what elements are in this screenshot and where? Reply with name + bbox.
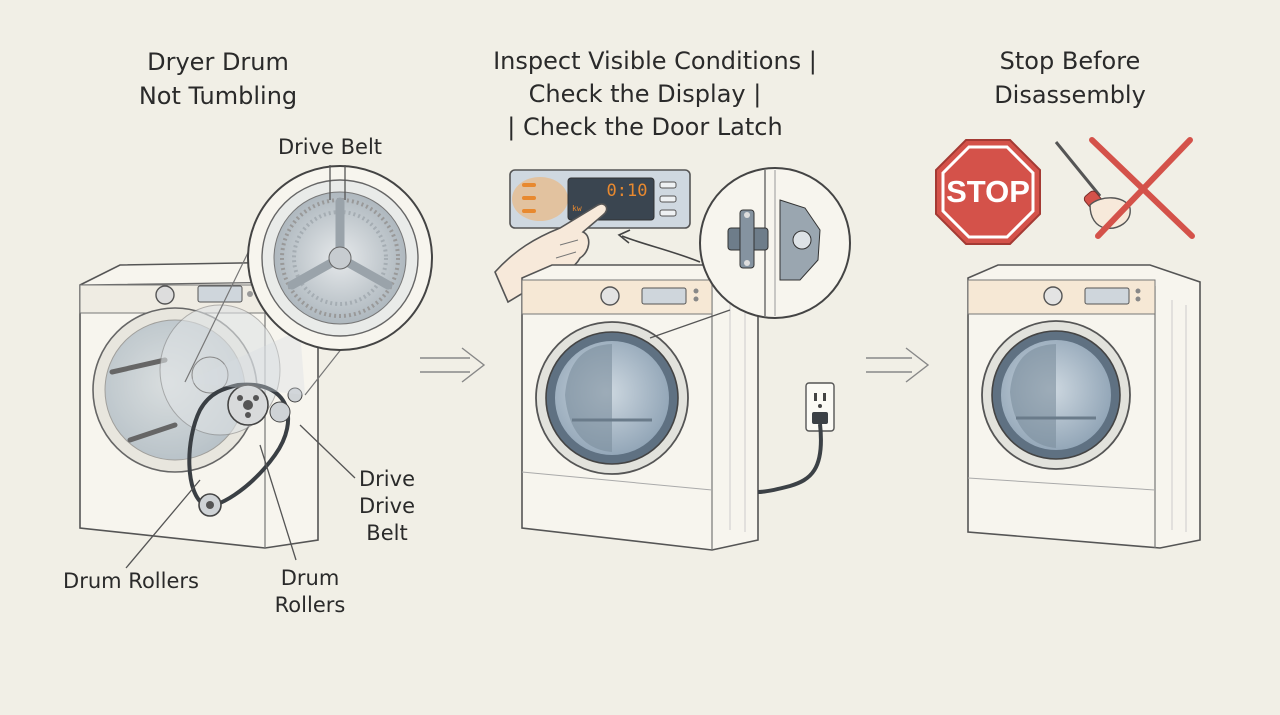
door-latch-icon xyxy=(649,167,851,339)
dryer-illustration xyxy=(967,264,1201,549)
stop-sign-icon xyxy=(935,139,1041,245)
callout-drum-bottom-1: Drum xyxy=(280,566,340,590)
callout-drive-2: Drive xyxy=(359,494,415,518)
belt-pulley-icon xyxy=(187,382,303,517)
pointer-arrow xyxy=(621,235,701,263)
dryer-illustration xyxy=(521,264,759,551)
callout-drive-belt-top: Drive Belt xyxy=(277,135,383,159)
callout-leaders xyxy=(125,165,356,569)
cross-out-icon xyxy=(1089,137,1195,239)
callout-drive-1: Drive xyxy=(359,467,415,491)
magnifier-drum-icon xyxy=(184,165,433,396)
callout-rollers-bottom-2: Rollers xyxy=(274,593,346,617)
arrow-right-icon xyxy=(420,347,930,383)
panel-2-title-line-3: | Check the Door Latch xyxy=(507,113,783,141)
callout-belt: Belt xyxy=(366,521,408,545)
panel-2-title-line-2: Check the Display | xyxy=(528,80,762,108)
panel-3-title-line-2: Disassembly xyxy=(994,81,1146,109)
callout-drum-rollers-left: Drum Rollers xyxy=(63,569,199,593)
panel-1-title-line-1: Dryer Drum xyxy=(147,48,289,76)
panel-2-title-line-1: Inspect Visible Conditions | xyxy=(493,47,817,75)
wall-outlet-icon xyxy=(757,382,835,494)
panel-3-title-line-1: Stop Before xyxy=(999,47,1141,75)
display-small-text: kw xyxy=(572,204,582,213)
display-readout: 0:10 xyxy=(606,181,648,201)
stop-sign-text: STOP xyxy=(946,174,1030,209)
panel-1-title-line-2: Not Tumbling xyxy=(138,82,298,110)
